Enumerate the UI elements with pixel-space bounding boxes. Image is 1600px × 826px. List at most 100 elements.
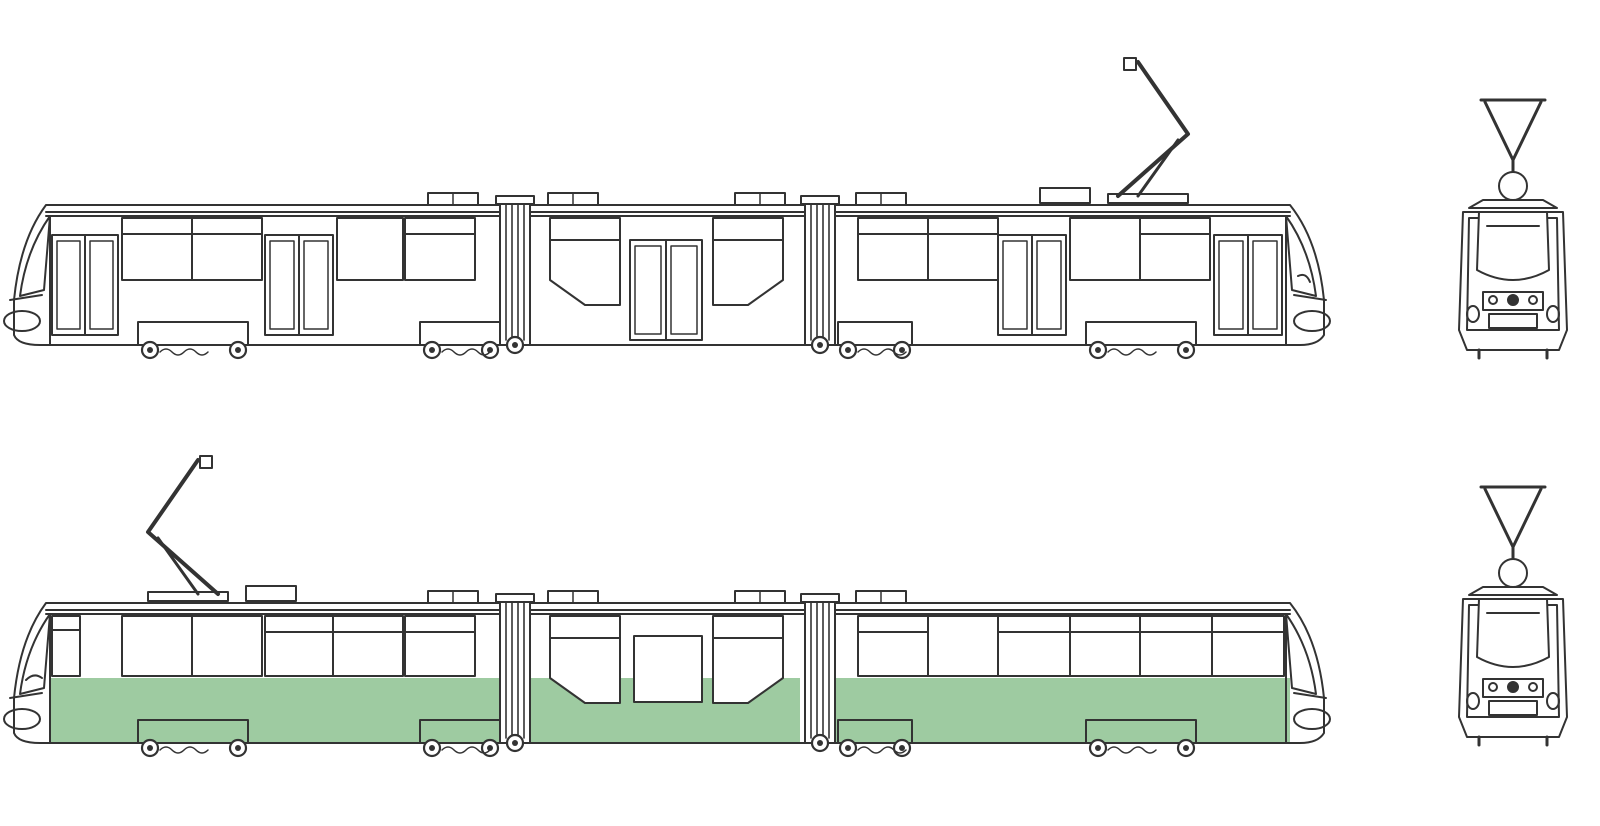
articulation-wheel	[505, 733, 525, 753]
right-headlight	[1293, 708, 1331, 730]
front-coupler	[1507, 294, 1519, 306]
wheel	[838, 738, 858, 758]
bottom-front-view	[1458, 485, 1568, 747]
window	[191, 615, 263, 677]
bottom-side-view	[3, 455, 1331, 758]
wheel	[892, 340, 912, 360]
right-windscreen	[1285, 215, 1317, 297]
window	[997, 615, 1071, 677]
wheel	[422, 340, 442, 360]
bogie-spring	[857, 348, 907, 356]
articulation-cap	[495, 195, 535, 205]
window	[404, 217, 476, 281]
door-leaf-window	[1252, 240, 1278, 330]
window	[633, 635, 703, 703]
bogie-skirt	[837, 719, 913, 744]
door-leaf-window	[303, 240, 329, 330]
body-outline	[13, 602, 1325, 744]
left-mirror	[25, 674, 43, 681]
body-outline	[13, 204, 1325, 346]
bogie-spring	[159, 348, 209, 356]
bogie-skirt	[1085, 719, 1197, 744]
articulation-cap	[800, 593, 840, 603]
left-headlight	[3, 310, 41, 332]
window	[1069, 615, 1141, 677]
bogie-skirt	[137, 321, 249, 346]
wheel	[228, 340, 248, 360]
pantograph-head	[199, 455, 213, 469]
window	[121, 615, 193, 677]
wheel	[140, 340, 160, 360]
front-lamp-left	[1488, 295, 1498, 305]
door-leaf-window	[1218, 240, 1244, 330]
top-side-view	[3, 57, 1331, 360]
window	[336, 217, 404, 281]
wheel	[422, 738, 442, 758]
left-nose-line	[9, 692, 43, 699]
pantograph-head	[1123, 57, 1137, 71]
articulation-wheel	[810, 335, 830, 355]
bogie-spring	[441, 746, 491, 754]
left-windscreen	[19, 215, 51, 297]
top-front-view	[1458, 98, 1568, 360]
door-leaf-window	[89, 240, 114, 330]
pantograph-arm	[146, 458, 220, 596]
pantograph-base	[1107, 193, 1189, 204]
bogie-spring	[1107, 746, 1157, 754]
bogie-skirt	[419, 719, 501, 744]
pantograph-insulator	[1498, 558, 1528, 588]
left-windscreen	[19, 613, 51, 695]
front-roof	[1468, 586, 1558, 596]
door-leaf-window	[670, 245, 698, 335]
right-nose-line	[1293, 294, 1327, 301]
left-nose-line	[9, 294, 43, 301]
front-headlight-left	[1466, 305, 1480, 323]
door-leaf-window	[1036, 240, 1062, 330]
bogie-skirt	[419, 321, 501, 346]
window	[264, 615, 334, 677]
wheel	[892, 738, 912, 758]
window	[51, 615, 81, 677]
front-windscreen	[1476, 211, 1550, 281]
pantograph-frame	[1483, 487, 1543, 549]
pantograph-lower-arm	[156, 536, 200, 596]
wheel	[838, 340, 858, 360]
front-lower-panel	[1488, 700, 1538, 716]
front-coupler	[1507, 681, 1519, 693]
wheel	[1176, 340, 1196, 360]
pantograph-arm	[1116, 60, 1190, 198]
articulation-cap	[800, 195, 840, 205]
window	[404, 615, 476, 677]
centre-window	[712, 217, 784, 306]
right-headlight	[1293, 310, 1331, 332]
bogie-spring	[159, 746, 209, 754]
door-leaf-window	[269, 240, 295, 330]
articulation-2	[804, 199, 836, 346]
bogie-skirt	[1085, 321, 1197, 346]
wheel	[228, 738, 248, 758]
front-lamp-right	[1528, 295, 1538, 305]
centre-window	[549, 217, 621, 306]
door-leaf-window	[1002, 240, 1028, 330]
articulation-wheel	[810, 733, 830, 753]
window	[927, 615, 999, 677]
window	[857, 615, 929, 677]
window	[191, 217, 263, 281]
front-bumper-panel	[1482, 678, 1544, 698]
window	[332, 615, 404, 677]
front-windscreen	[1476, 598, 1550, 668]
wheel	[140, 738, 160, 758]
left-headlight	[3, 708, 41, 730]
bogie-skirt	[837, 321, 913, 346]
wheel	[1088, 738, 1108, 758]
window	[121, 217, 193, 281]
pantograph-insulator	[1498, 171, 1528, 201]
pantograph-base	[147, 591, 229, 602]
front-lower-panel	[1488, 313, 1538, 329]
roof-cab-box	[245, 585, 297, 602]
front-headlight-right	[1546, 305, 1560, 323]
window	[927, 217, 999, 281]
bogie-skirt	[137, 719, 249, 744]
